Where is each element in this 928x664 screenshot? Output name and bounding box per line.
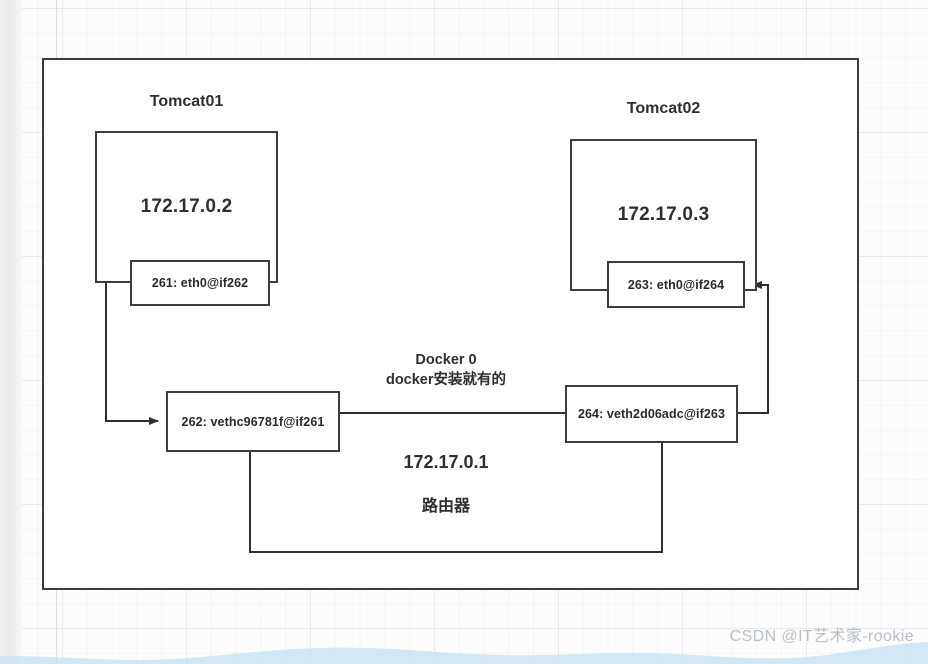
tomcat01-ip-label: 172.17.0.2 — [140, 196, 233, 217]
docker0-veth-left-box[interactable]: 262: vethc96781f@if261 — [166, 391, 340, 452]
docker0-name: Docker 0 — [415, 352, 477, 368]
docker0-gateway-ip: 172.17.0.1 — [403, 452, 489, 472]
docker0-router-role-label: 路由器 — [421, 498, 470, 515]
tomcat02-ip-label: 172.17.0.3 — [617, 204, 710, 225]
tomcat02-title: Tomcat02 — [626, 100, 701, 117]
tomcat01-title: Tomcat01 — [149, 93, 224, 110]
docker0-bridge-label: Docker 0 docker安装就有的 — [341, 350, 551, 390]
docker0-note: docker安装就有的 — [385, 372, 507, 388]
tomcat01-eth0-interface-box[interactable]: 261: eth0@if262 — [130, 260, 270, 306]
bottom-decorative-wave — [0, 642, 928, 664]
docker0-veth-right-box[interactable]: 264: veth2d06adc@if263 — [565, 385, 738, 443]
csdn-watermark: CSDN @IT艺术家-rookie — [729, 628, 914, 645]
docker0-veth-right-label: 264: veth2d06adc@if263 — [577, 407, 726, 421]
tomcat02-eth0-label: 263: eth0@if264 — [627, 277, 725, 292]
docker0-veth-left-label: 262: vethc96781f@if261 — [181, 414, 325, 429]
tomcat01-eth0-label: 261: eth0@if262 — [151, 276, 249, 290]
tomcat02-eth0-interface-box[interactable]: 263: eth0@if264 — [607, 261, 745, 308]
page-left-gutter — [0, 0, 22, 664]
